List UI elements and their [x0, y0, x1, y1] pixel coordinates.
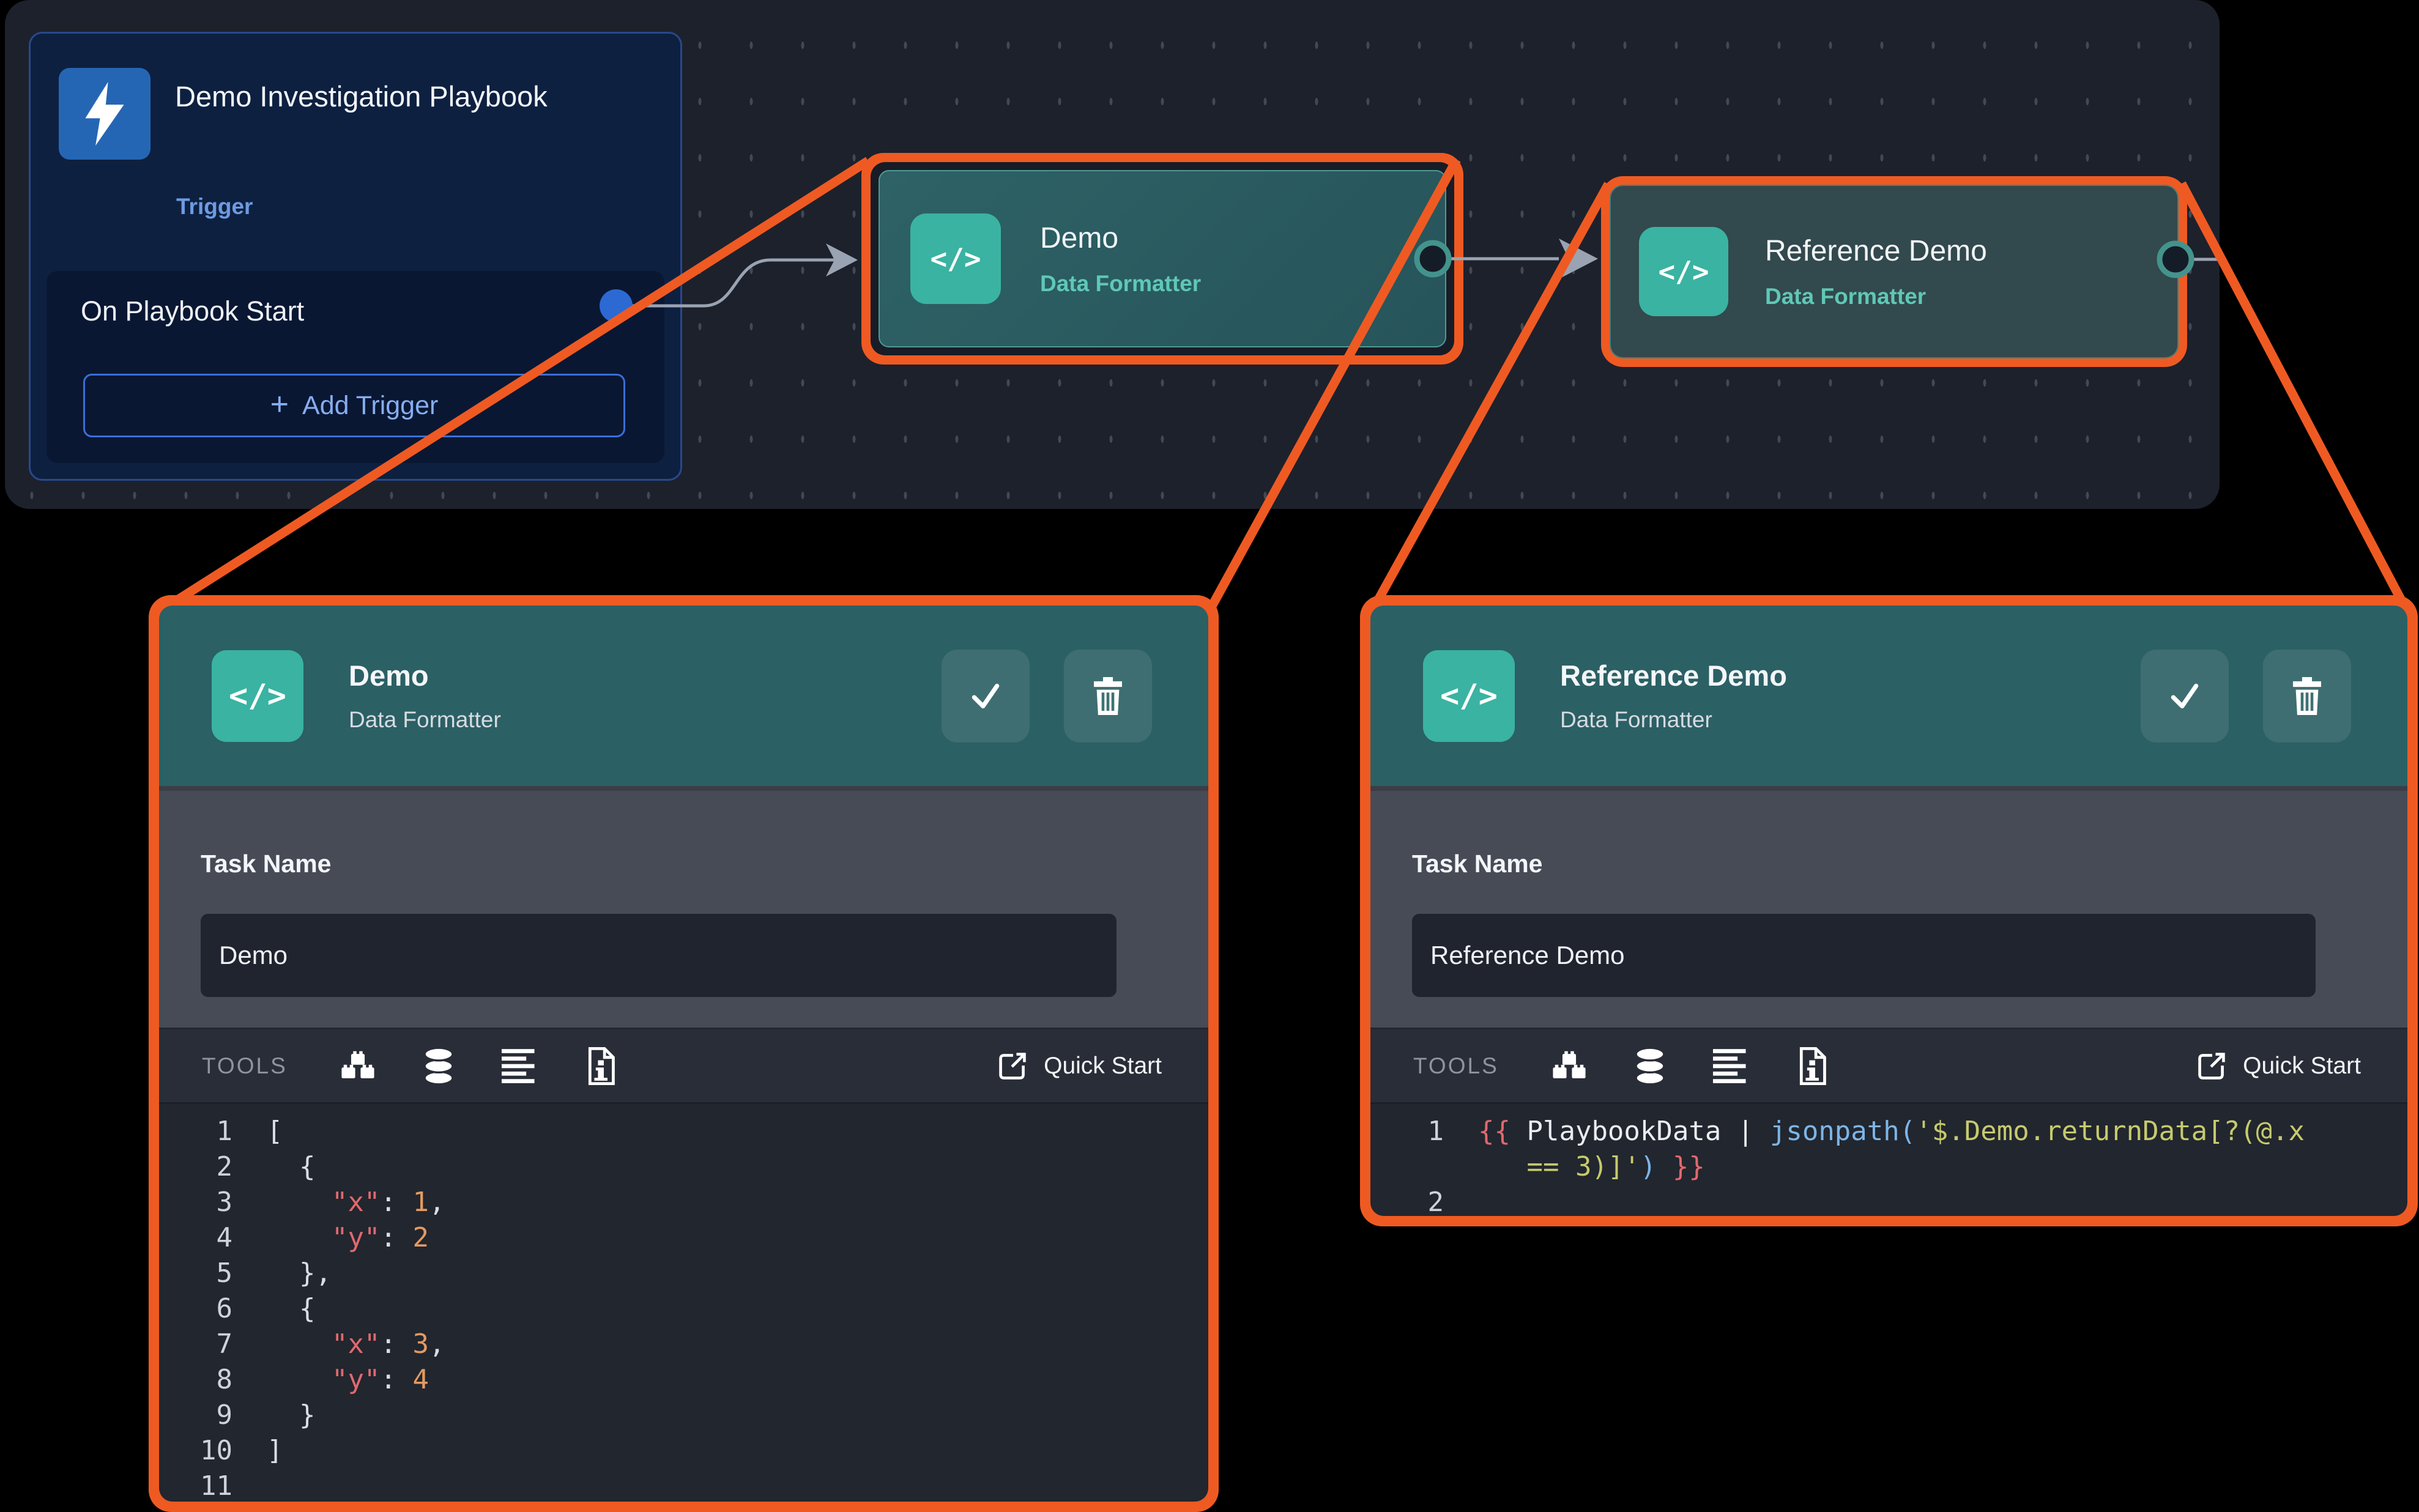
- code-line: 4 "y": 2: [159, 1220, 1208, 1256]
- quick-start-button[interactable]: Quick Start: [2193, 1050, 2365, 1082]
- line-number: 9: [216, 1399, 233, 1431]
- code-icon: </>: [1639, 227, 1728, 316]
- tools-label: TOOLS: [1413, 1053, 1499, 1078]
- line-number: 8: [216, 1364, 233, 1395]
- line-number: 1: [1427, 1116, 1444, 1147]
- panel-title: Reference Demo: [1560, 659, 1787, 692]
- node-reference-demo[interactable]: </> Reference Demo Data Formatter: [1601, 176, 2187, 367]
- confirm-button[interactable]: [942, 649, 1030, 743]
- divider: [1370, 786, 2407, 791]
- database-icon[interactable]: [418, 1046, 459, 1086]
- divider: [1370, 1102, 2407, 1104]
- launch-icon: [2198, 1052, 2225, 1080]
- tools-label: TOOLS: [202, 1053, 288, 1078]
- check-icon: [2171, 683, 2199, 708]
- line-number: 6: [216, 1293, 233, 1324]
- line-number: 2: [216, 1151, 233, 1182]
- code-line: 9 }: [159, 1398, 1208, 1433]
- quick-start-button[interactable]: Quick Start: [994, 1050, 1165, 1082]
- confirm-button[interactable]: [2141, 649, 2229, 743]
- text-lines-icon[interactable]: [1711, 1046, 1751, 1086]
- add-trigger-label: Add Trigger: [302, 390, 439, 420]
- trigger-card-title: Demo Investigation Playbook: [175, 80, 548, 113]
- trigger-card[interactable]: Demo Investigation Playbook Trigger On P…: [29, 32, 682, 481]
- line-number: 4: [216, 1222, 233, 1253]
- code-line: 1[: [159, 1114, 1208, 1149]
- tools-bar: TOOLS Quick Start: [1370, 1029, 2407, 1102]
- panel-subtitle: Data Formatter: [1560, 707, 1712, 732]
- tools-icon-group: [1549, 1046, 1832, 1086]
- code-line: 6 {: [159, 1291, 1208, 1327]
- panel-subtitle: Data Formatter: [349, 707, 501, 732]
- code-icon: </>: [910, 213, 1001, 304]
- node-demo-subtitle: Data Formatter: [1040, 270, 1202, 296]
- text-lines-icon[interactable]: [499, 1046, 540, 1086]
- blocks-icon[interactable]: [338, 1046, 378, 1086]
- plus-icon: +: [270, 386, 289, 422]
- task-name-input[interactable]: [1412, 914, 2316, 997]
- node-demo-frame: </> Demo Data Formatter: [871, 162, 1454, 355]
- code-line: 11: [159, 1469, 1208, 1502]
- line-number: 7: [216, 1329, 233, 1360]
- panel-reference-demo-details: </> Reference Demo Data Formatter: [1360, 595, 2418, 1226]
- lightning-bolt-icon: [59, 68, 150, 160]
- divider: [1370, 1028, 2407, 1029]
- trigger-start-section: On Playbook Start + Add Trigger: [46, 271, 664, 463]
- line-number: 5: [216, 1258, 233, 1289]
- trigger-type-label: Trigger: [176, 194, 253, 219]
- code-line: 2: [1370, 1185, 2407, 1216]
- node-demo[interactable]: </> Demo Data Formatter: [861, 153, 1463, 365]
- tools-icon-group: [338, 1046, 620, 1086]
- code-line: 1{{ PlaybookData | jsonpath('$.Demo.retu…: [1370, 1114, 2407, 1149]
- panel-header: </> Reference Demo Data Formatter: [1370, 606, 2407, 786]
- node-demo-title: Demo: [1040, 221, 1119, 254]
- code-line: 3 "x": 1,: [159, 1185, 1208, 1220]
- tools-bar: TOOLS Quick Start: [159, 1029, 1208, 1102]
- line-number: 11: [200, 1470, 232, 1502]
- divider: [159, 1028, 1208, 1029]
- task-name-section: Task Name: [159, 791, 1208, 1028]
- divider: [159, 786, 1208, 791]
- on-playbook-start-row[interactable]: On Playbook Start: [81, 295, 305, 327]
- divider: [159, 1102, 1208, 1104]
- launch-icon: [999, 1052, 1026, 1080]
- task-name-label: Task Name: [1412, 850, 1543, 878]
- code-line: 7 "x": 3,: [159, 1327, 1208, 1362]
- trash-icon: [2293, 676, 2321, 715]
- code-icon: </>: [1423, 650, 1515, 742]
- trash-icon: [1094, 676, 1122, 715]
- line-number: 3: [216, 1187, 233, 1218]
- delete-button[interactable]: [1064, 649, 1152, 743]
- database-icon[interactable]: [1630, 1046, 1670, 1086]
- node-reference-demo-title: Reference Demo: [1765, 234, 1987, 267]
- code-line: 10]: [159, 1433, 1208, 1469]
- panel-title: Demo: [349, 659, 429, 692]
- code-editor[interactable]: 1{{ PlaybookData | jsonpath('$.Demo.retu…: [1370, 1104, 2407, 1216]
- task-name-input[interactable]: [201, 914, 1117, 997]
- code-icon: </>: [212, 650, 303, 742]
- task-name-label: Task Name: [201, 850, 332, 878]
- document-info-icon[interactable]: [1791, 1046, 1832, 1086]
- panel-header: </> Demo Data Formatter: [159, 606, 1208, 786]
- quick-start-label: Quick Start: [1044, 1052, 1162, 1079]
- quick-start-label: Quick Start: [2243, 1052, 2361, 1079]
- add-trigger-button[interactable]: + Add Trigger: [83, 374, 625, 437]
- panel-demo-details: </> Demo Data Formatter Tas: [149, 595, 1219, 1512]
- code-line: 2 {: [159, 1149, 1208, 1185]
- line-number: 10: [200, 1435, 232, 1466]
- code-line: 8 "y": 4: [159, 1362, 1208, 1398]
- delete-button[interactable]: [2263, 649, 2351, 743]
- line-number: 1: [216, 1116, 233, 1147]
- code-line: 5 },: [159, 1256, 1208, 1291]
- document-info-icon[interactable]: [580, 1046, 620, 1086]
- check-icon: [972, 683, 1000, 708]
- line-number: 2: [1427, 1187, 1444, 1216]
- code-line: == 3)]') }}: [1370, 1149, 2407, 1185]
- node-reference-demo-subtitle: Data Formatter: [1765, 283, 1927, 309]
- line-number: [1370, 1149, 1478, 1185]
- blocks-icon[interactable]: [1549, 1046, 1589, 1086]
- task-name-section: Task Name: [1370, 791, 2407, 1028]
